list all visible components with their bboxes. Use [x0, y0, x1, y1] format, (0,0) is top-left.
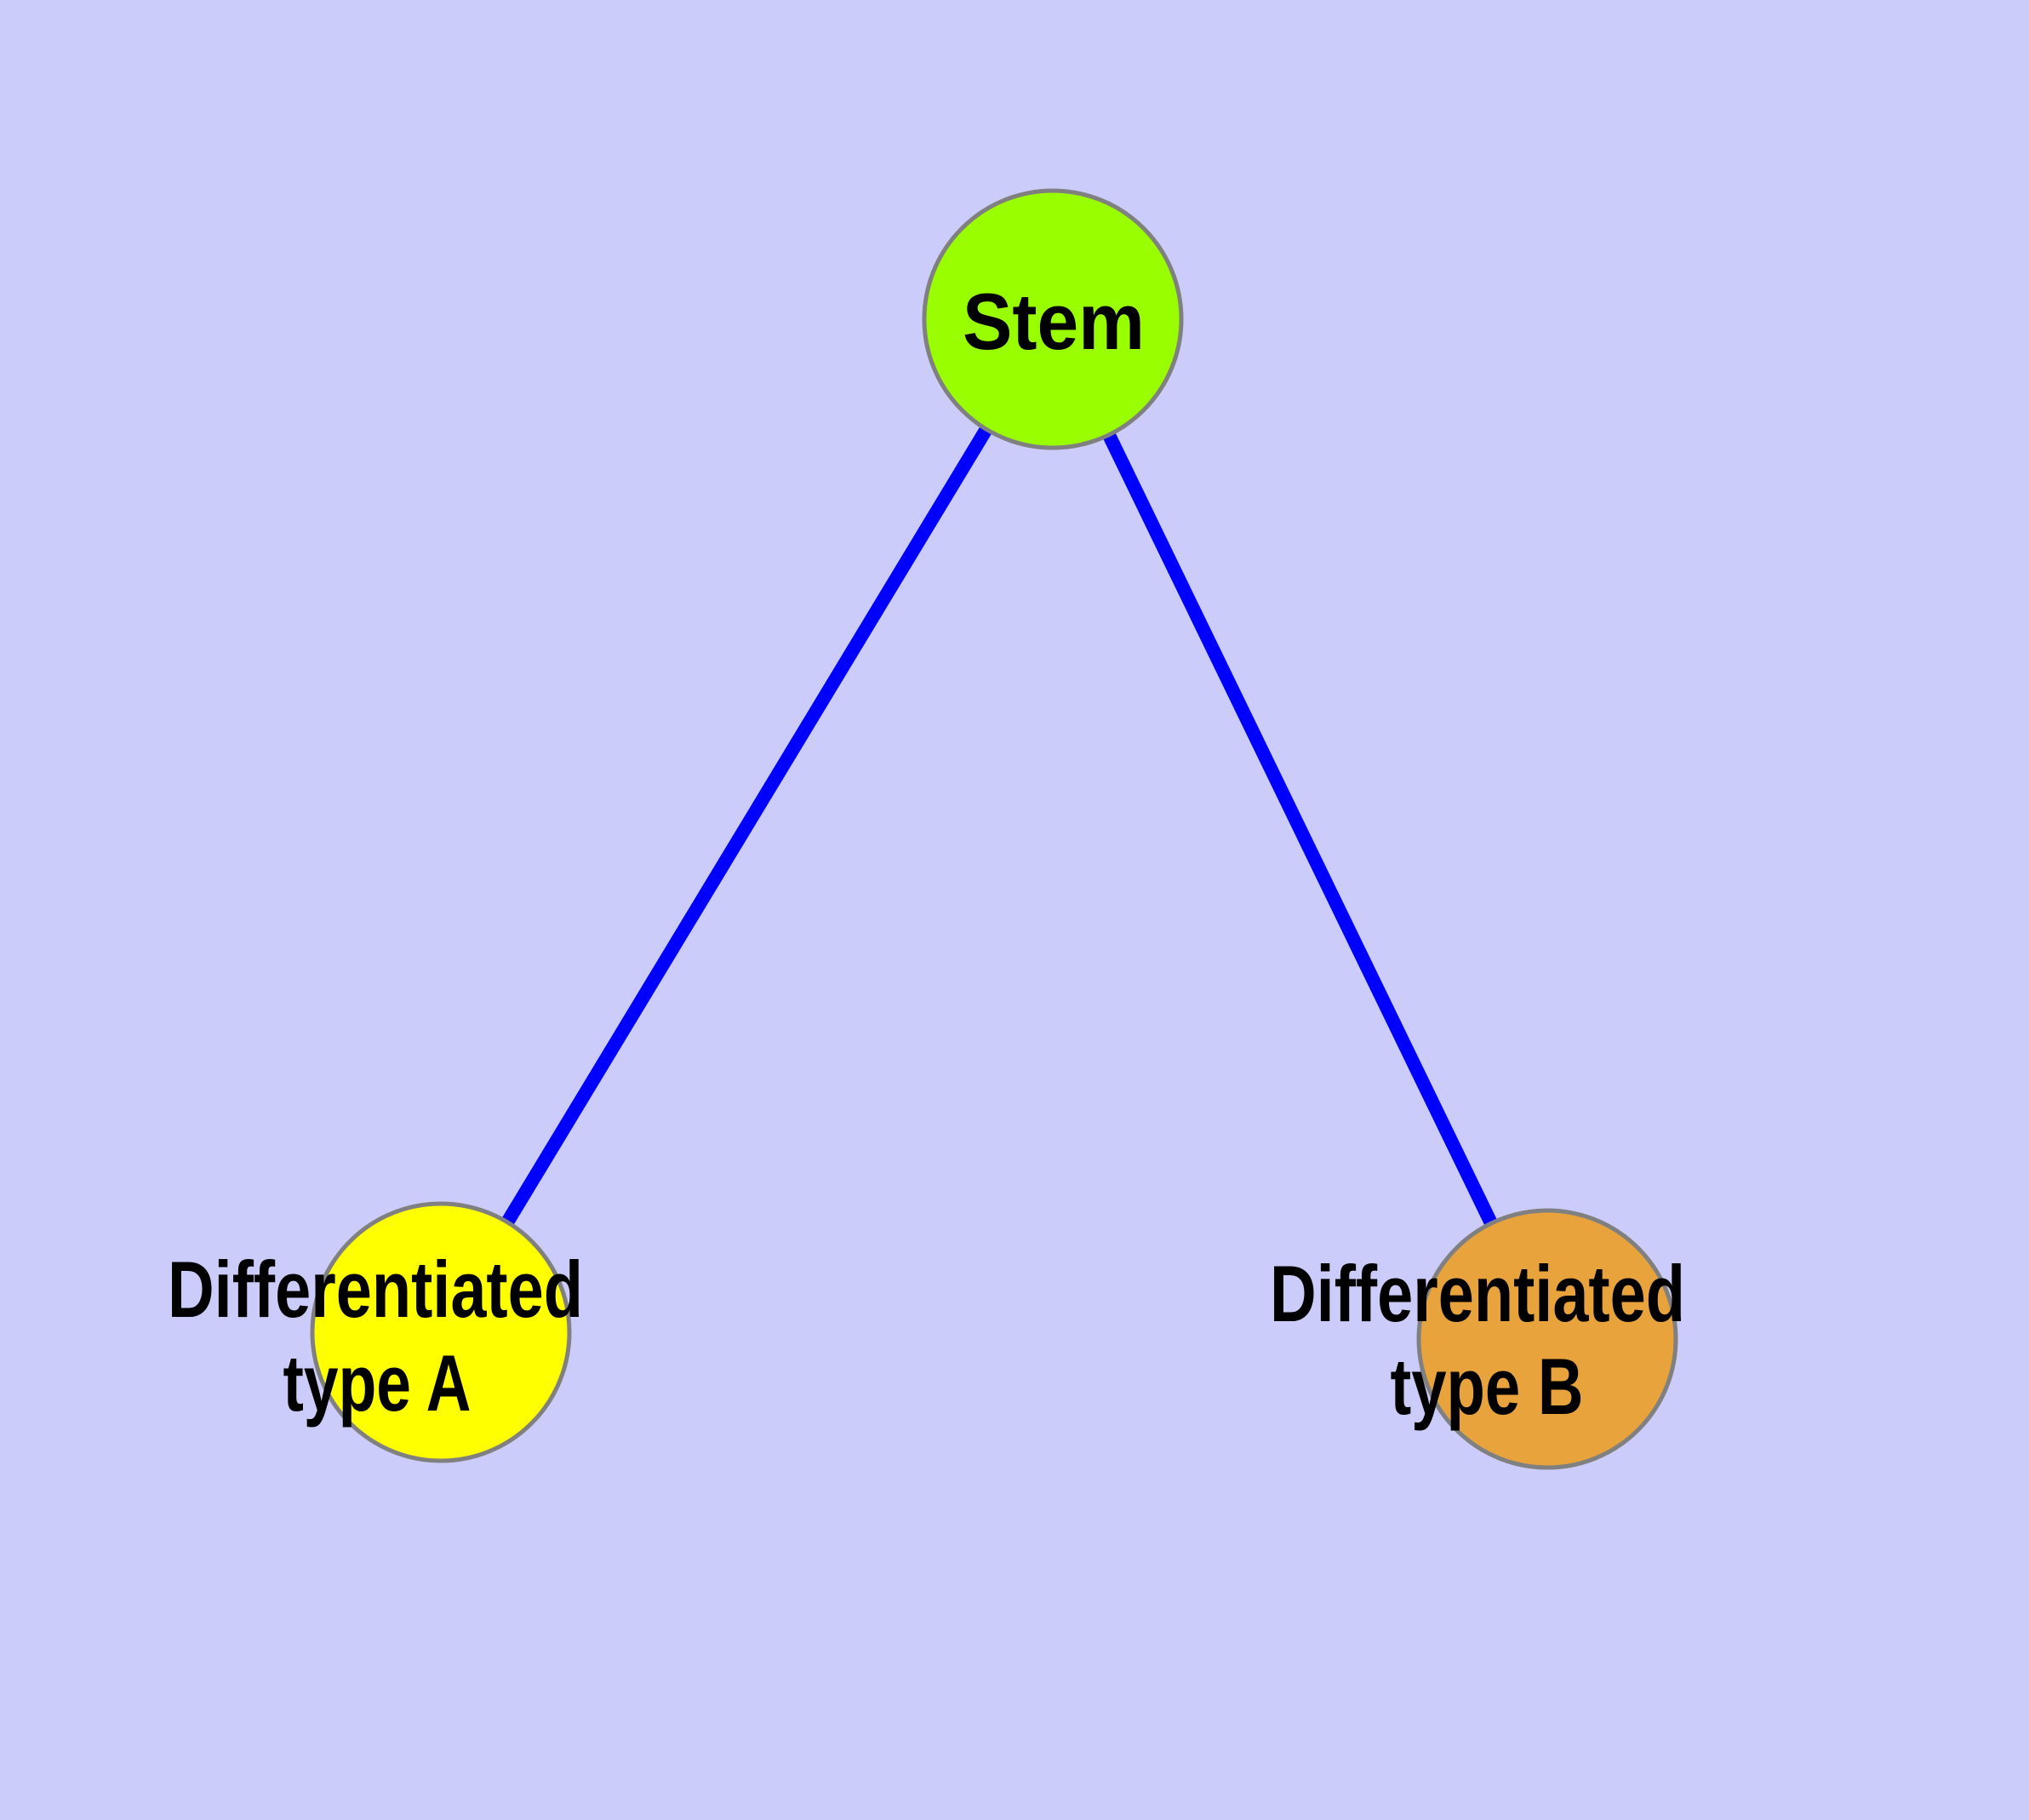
node-type-a-label-line-1: Differentiated	[168, 1245, 583, 1334]
node-type-b-label-line-1: Differentiated	[1270, 1249, 1685, 1338]
edge-stem-to-type-b	[1046, 316, 1554, 1342]
node-stem-label: Stem	[963, 277, 1145, 366]
node-type-b-label-line-2: type B	[1391, 1342, 1584, 1431]
edge-stem-to-type-a	[435, 315, 1059, 1336]
node-stem-circle	[922, 188, 1184, 450]
node-type-a-label-line-2: type A	[283, 1338, 472, 1428]
node-type-b-circle	[1416, 1208, 1678, 1470]
node-type-a-circle	[310, 1201, 572, 1463]
